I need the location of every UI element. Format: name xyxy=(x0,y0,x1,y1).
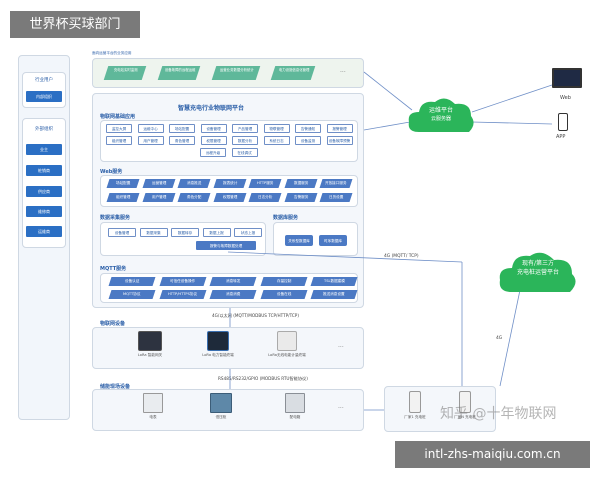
cloud-third-party[interactable]: 现有/第三方 充电桩运营平台 xyxy=(496,246,580,300)
basic-chip-r2-2[interactable]: 用户管理 xyxy=(137,136,164,145)
mqtt-service-title: MQTT服务 xyxy=(100,266,127,272)
iot-devices-more: ··· xyxy=(338,344,344,351)
basic-chip-r1-6[interactable]: 物联管理 xyxy=(263,124,290,133)
footer-domain-banner: intl-zhs-maiqiu.com.cn xyxy=(395,441,590,468)
charger-icon xyxy=(409,391,421,413)
charger-vendor-1[interactable]: 厂家1 充电桩 xyxy=(398,391,432,420)
platform-title: 智慧充电行业物联网平台 xyxy=(178,105,245,112)
cloud-ops-platform[interactable]: 运维平台 云服务器 xyxy=(405,92,477,140)
top-band-more: ··· xyxy=(340,69,346,76)
sidebar-item-repairer[interactable]: 维修商 xyxy=(26,206,62,217)
basic-chip-r2-6[interactable]: 系统日志 xyxy=(263,136,290,145)
distribution-box-icon xyxy=(285,393,305,413)
site-title: 世界杯买球部门 xyxy=(29,17,121,32)
basic-chip-r2-5[interactable]: 数据分析 xyxy=(232,136,258,145)
basic-chip-r2-1[interactable]: 组织管理 xyxy=(106,136,132,145)
collect-chip-r1-4[interactable]: 数据上报 xyxy=(202,228,231,237)
basic-chip-r1-5[interactable]: 产品管理 xyxy=(232,124,258,133)
sidebar-item-operator[interactable]: 运维商 xyxy=(26,226,62,237)
app-label: APP xyxy=(556,134,566,140)
sidebar-top-title: 行业用户 xyxy=(35,78,53,83)
charger-icon xyxy=(459,391,471,413)
phone-icon xyxy=(558,113,568,131)
sidebar-item-internal[interactable]: 内部组织 xyxy=(26,91,62,102)
link-4g-label: 4G xyxy=(496,336,503,341)
chargers-box xyxy=(384,386,496,432)
electric-meter-icon xyxy=(143,393,163,413)
iot-device-meter[interactable]: LoRa无线电能计量终端 xyxy=(262,331,312,358)
basic-apps-title: 物联网基础应用 xyxy=(100,114,136,120)
meter-icon xyxy=(277,331,297,351)
basic-chip-r2-7[interactable]: 设备监测 xyxy=(295,136,321,145)
web-service-title: Web服务 xyxy=(100,169,123,175)
field-devices-title: 储能现场设备 xyxy=(100,384,131,390)
basic-chip-r1-3[interactable]: 场站配置 xyxy=(169,124,195,133)
monitor-icon xyxy=(552,68,582,88)
link-4g-mqtt-label: 4G (MQTT/ TCP) xyxy=(384,254,419,259)
terminal-icon xyxy=(207,331,229,351)
charger-vendor-n[interactable]: 厂家N 充电桩 xyxy=(448,391,482,420)
data-collect-title: 数据采集服务 xyxy=(100,215,131,221)
cabinet-icon xyxy=(210,393,232,413)
field-protocol-label: RS485/RS232/GPIO (MODBUS RTU智能协议) xyxy=(218,376,308,381)
app-client[interactable]: APP xyxy=(556,113,576,140)
iot-device-terminal[interactable]: LoRa 电力智能终端 xyxy=(196,331,240,358)
gateway-icon xyxy=(138,331,162,351)
sidebar-item-owner[interactable]: 业主 xyxy=(26,144,62,155)
collect-chip-r1-5[interactable]: 状态上报 xyxy=(234,228,262,237)
basic-chip-r2-3[interactable]: 角色管理 xyxy=(169,136,195,145)
basic-chip-r1-8[interactable]: 报警管理 xyxy=(326,124,353,133)
web-client[interactable]: Web xyxy=(552,68,586,101)
iot-protocol-label: 4G/以太网 (MQTT/MODBUS TCP/HTTP/TCP) xyxy=(212,313,299,318)
web-label: Web xyxy=(560,95,571,101)
sidebar-item-supplier[interactable]: 供应商 xyxy=(26,186,62,197)
basic-chip-r1-7[interactable]: 告警通知 xyxy=(295,124,321,133)
zhihu-watermark: 知乎 @十年物联网 xyxy=(440,406,557,422)
basic-chip-r3-2[interactable]: 在线调试 xyxy=(231,148,258,157)
basic-chip-r1-4[interactable]: 设备管理 xyxy=(200,124,227,133)
cloud-icon xyxy=(408,98,474,132)
site-title-banner: 世界杯买球部门 xyxy=(10,11,140,38)
top-band-label: 面向运营平台的业务应用 xyxy=(92,51,132,55)
sidebar-bottom-title: 外部组织 xyxy=(35,127,53,132)
iot-devices-title: 物联网设备 xyxy=(100,321,126,327)
footer-domain: intl-zhs-maiqiu.com.cn xyxy=(424,447,561,461)
database-timeseries[interactable]: 时序数据库 xyxy=(319,235,347,246)
collect-chip-r1-3[interactable]: 数据转存 xyxy=(171,228,199,237)
data-collect-box xyxy=(100,222,266,256)
basic-chip-r2-4[interactable]: 权限管理 xyxy=(200,136,227,145)
sidebar-top-group: 行业用户 xyxy=(22,72,66,108)
basic-chip-r1-2[interactable]: 运维中心 xyxy=(137,124,164,133)
collect-chip-alarm[interactable]: 报警与故障数据处理 xyxy=(196,241,256,250)
basic-chip-r2-8[interactable]: 设备故障预警 xyxy=(326,136,353,145)
cloud-icon xyxy=(499,252,576,292)
basic-chip-r1-1[interactable]: 监控大屏 xyxy=(106,124,132,133)
field-device-lv-cabinet[interactable]: 低压柜 xyxy=(206,393,236,420)
collect-chip-r1-1[interactable]: 设备管理 xyxy=(108,228,136,237)
field-device-distribution-box[interactable]: 配电箱 xyxy=(280,393,310,420)
sidebar-item-dealer[interactable]: 桩销商 xyxy=(26,165,62,176)
database-relational[interactable]: 关系型数据库 xyxy=(285,235,313,246)
basic-chip-r3-1[interactable]: 远程升级 xyxy=(200,148,226,157)
database-title: 数据库服务 xyxy=(273,215,299,221)
field-devices-more: ··· xyxy=(338,405,344,412)
iot-device-gateway[interactable]: LoRa 智能网关 xyxy=(132,331,168,358)
field-device-meter[interactable]: 电表 xyxy=(138,393,168,420)
collect-chip-r1-2[interactable]: 数据采集 xyxy=(139,228,168,237)
